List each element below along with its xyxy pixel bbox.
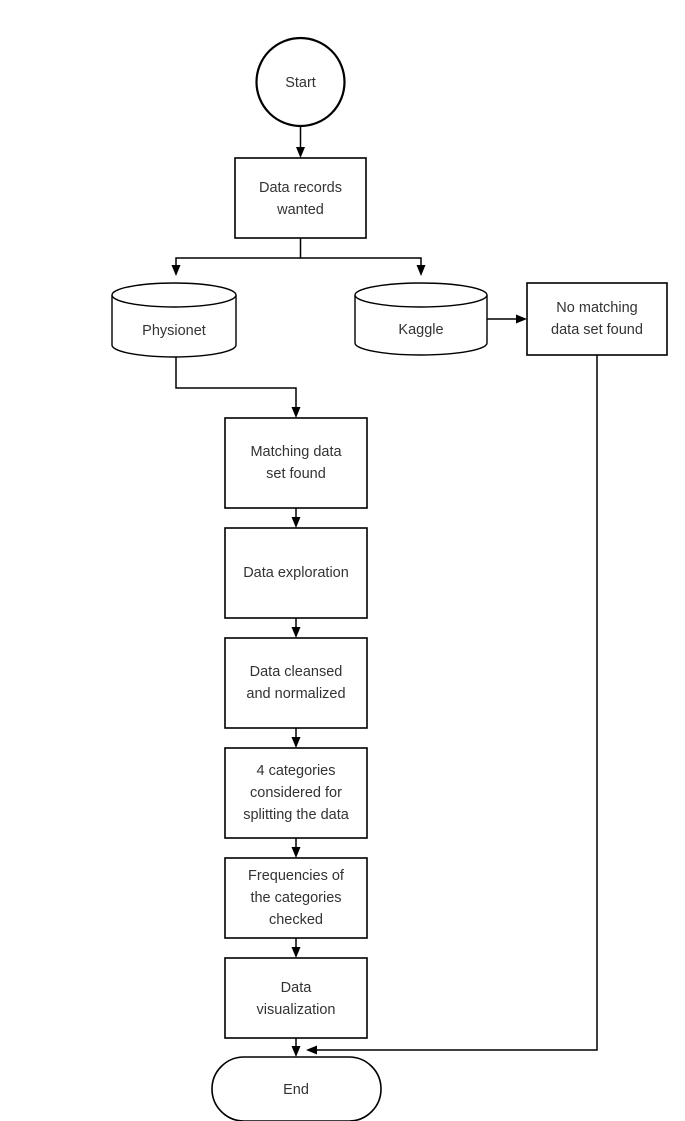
node-data-cleansed-label-line2: and normalized — [246, 686, 345, 702]
node-data-visualization[interactable]: Data visualization — [224, 957, 368, 1039]
node-matching-data-set-found[interactable]: Matching data set found — [224, 417, 368, 509]
edge-frequencies-to-visualization — [291, 938, 301, 958]
node-no-matching-label-line1: No matching — [556, 300, 637, 316]
edge-visualization-to-end — [291, 1038, 301, 1057]
node-kaggle-label: Kaggle — [398, 322, 443, 338]
node-data-records-wanted-label-line2: wanted — [276, 202, 324, 218]
node-physionet[interactable]: Physionet — [111, 282, 237, 358]
node-frequencies-checked[interactable]: Frequencies of the categories checked — [224, 857, 368, 939]
node-matching-label-line1: Matching data — [250, 444, 342, 460]
node-data-records-wanted-label-line1: Data records — [259, 180, 342, 196]
edge-kaggle-to-no-match — [487, 314, 527, 324]
edge-categories-to-frequencies — [291, 838, 301, 858]
edge-no-match-to-end — [306, 355, 598, 1055]
node-categories-label-line3: splitting the data — [243, 807, 350, 823]
edge-cleansed-to-categories — [291, 728, 301, 748]
node-frequencies-label-line2: the categories — [250, 890, 341, 906]
node-categories-considered[interactable]: 4 categories considered for splitting th… — [224, 747, 368, 839]
node-data-cleansed-label-line1: Data cleansed — [250, 664, 343, 680]
node-data-cleansed[interactable]: Data cleansed and normalized — [224, 637, 368, 729]
node-data-exploration-label: Data exploration — [243, 565, 349, 581]
node-categories-label-line2: considered for — [250, 785, 342, 801]
node-no-matching-label-line2: data set found — [551, 322, 643, 338]
node-end-label: End — [283, 1082, 309, 1098]
node-frequencies-label-line3: checked — [269, 912, 323, 928]
node-frequencies-label-line1: Frequencies of — [248, 868, 345, 884]
node-no-matching-data-set[interactable]: No matching data set found — [526, 282, 668, 356]
edge-data-records-split — [171, 238, 426, 276]
edge-exploration-to-cleansed — [291, 618, 301, 638]
node-matching-label-line2: set found — [266, 466, 326, 482]
node-data-exploration[interactable]: Data exploration — [224, 527, 368, 619]
node-visualization-label-line1: Data — [281, 980, 313, 996]
node-physionet-label: Physionet — [142, 323, 206, 339]
node-start-label: Start — [285, 75, 316, 91]
node-data-records-wanted[interactable]: Data records wanted — [234, 157, 367, 239]
edge-physionet-to-matching — [175, 357, 301, 418]
edge-start-to-data-records — [296, 126, 305, 158]
node-visualization-label-line2: visualization — [257, 1002, 336, 1018]
node-categories-label-line1: 4 categories — [257, 763, 336, 779]
node-start[interactable]: Start — [255, 36, 346, 128]
edge-matching-to-exploration — [291, 508, 301, 528]
node-end[interactable]: End — [211, 1056, 382, 1121]
node-kaggle[interactable]: Kaggle — [354, 282, 488, 356]
